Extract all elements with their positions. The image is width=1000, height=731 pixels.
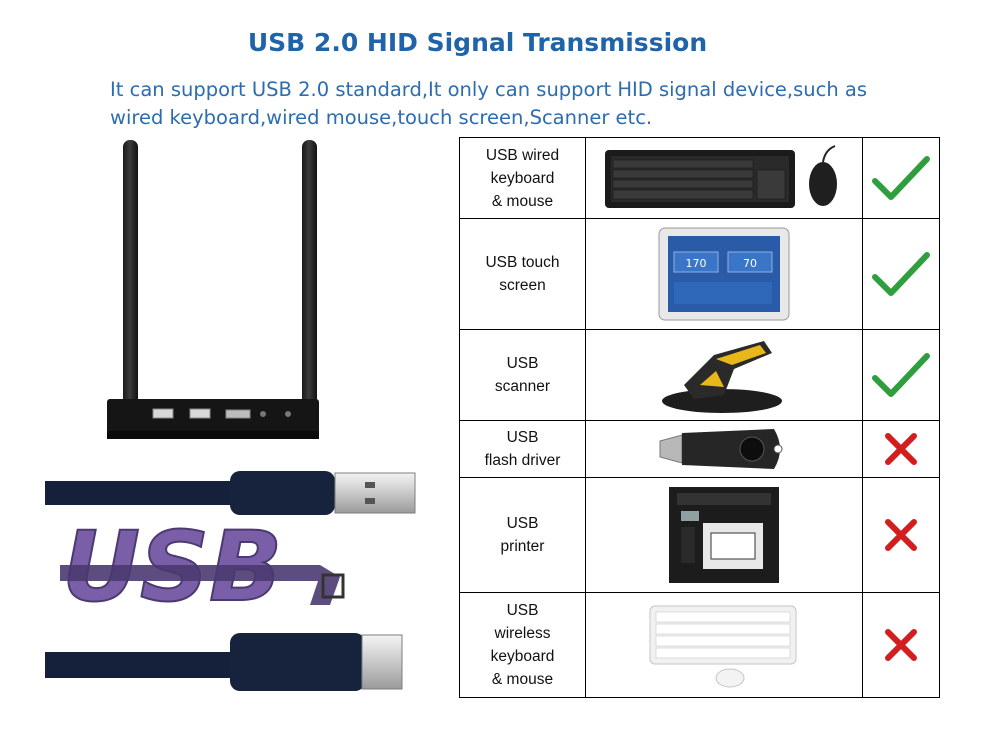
support-mark-cell bbox=[862, 218, 940, 330]
subtitle-line: wired keyboard,wired mouse,touch screen,… bbox=[110, 106, 653, 129]
device-image-cell bbox=[585, 420, 863, 478]
table-row: USB printer bbox=[459, 477, 940, 593]
page-title: USB 2.0 HID Signal Transmission bbox=[247, 28, 708, 57]
subtitle-line: It can support USB 2.0 standard,It only … bbox=[110, 78, 868, 101]
device-image-cell bbox=[585, 477, 863, 593]
table-row: USB flash driver bbox=[459, 420, 940, 478]
device-image-cell bbox=[585, 592, 863, 698]
device-label: USB touch screen bbox=[459, 218, 586, 330]
table-row: USB wired keyboard & mouse bbox=[459, 137, 940, 219]
svg-text:170: 170 bbox=[686, 257, 707, 270]
cross-icon bbox=[885, 519, 917, 551]
cross-icon bbox=[885, 629, 917, 661]
page-subtitle: It can support USB 2.0 standard,It only … bbox=[110, 76, 970, 132]
table-row: USB touch screen 170 70 bbox=[459, 218, 940, 330]
product-illustration: USB bbox=[45, 140, 416, 691]
device-label: USB wireless keyboard & mouse bbox=[459, 592, 586, 698]
table-row: USB wireless keyboard & mouse bbox=[459, 592, 940, 698]
support-mark-cell bbox=[862, 477, 940, 593]
extender-device bbox=[107, 140, 319, 439]
device-image-cell: 170 70 bbox=[585, 218, 863, 330]
usb-a-cable bbox=[45, 471, 416, 515]
table-row: USB scanner bbox=[459, 329, 940, 421]
antenna-right bbox=[302, 140, 317, 405]
device-label: USB flash driver bbox=[459, 420, 586, 478]
support-mark-cell bbox=[862, 137, 940, 219]
device-label: USB printer bbox=[459, 477, 586, 593]
device-image-cell bbox=[585, 137, 863, 219]
support-mark-cell bbox=[862, 420, 940, 478]
device-image-cell bbox=[585, 329, 863, 421]
svg-text:70: 70 bbox=[743, 257, 757, 270]
support-mark-cell bbox=[862, 592, 940, 698]
usb-logo: USB bbox=[60, 510, 345, 624]
cross-icon bbox=[885, 433, 917, 465]
device-label: USB wired keyboard & mouse bbox=[459, 137, 586, 219]
touch-screen-icon: 170 70 bbox=[658, 227, 790, 321]
keyboard-mouse-icon bbox=[605, 145, 837, 208]
wireless-keyboard-icon bbox=[649, 605, 797, 688]
device-compatibility-table: USB wired keyboard & mouse bbox=[459, 137, 940, 698]
antenna-left bbox=[123, 140, 138, 405]
barcode-scanner-icon bbox=[662, 341, 782, 413]
printer-icon bbox=[669, 487, 779, 583]
support-mark-cell bbox=[862, 329, 940, 421]
flash-drive-icon bbox=[659, 429, 783, 469]
device-label: USB scanner bbox=[459, 329, 586, 421]
check-icon bbox=[872, 252, 930, 296]
check-icon bbox=[872, 353, 930, 397]
check-icon bbox=[872, 156, 930, 200]
usb-b-cable bbox=[45, 633, 403, 691]
